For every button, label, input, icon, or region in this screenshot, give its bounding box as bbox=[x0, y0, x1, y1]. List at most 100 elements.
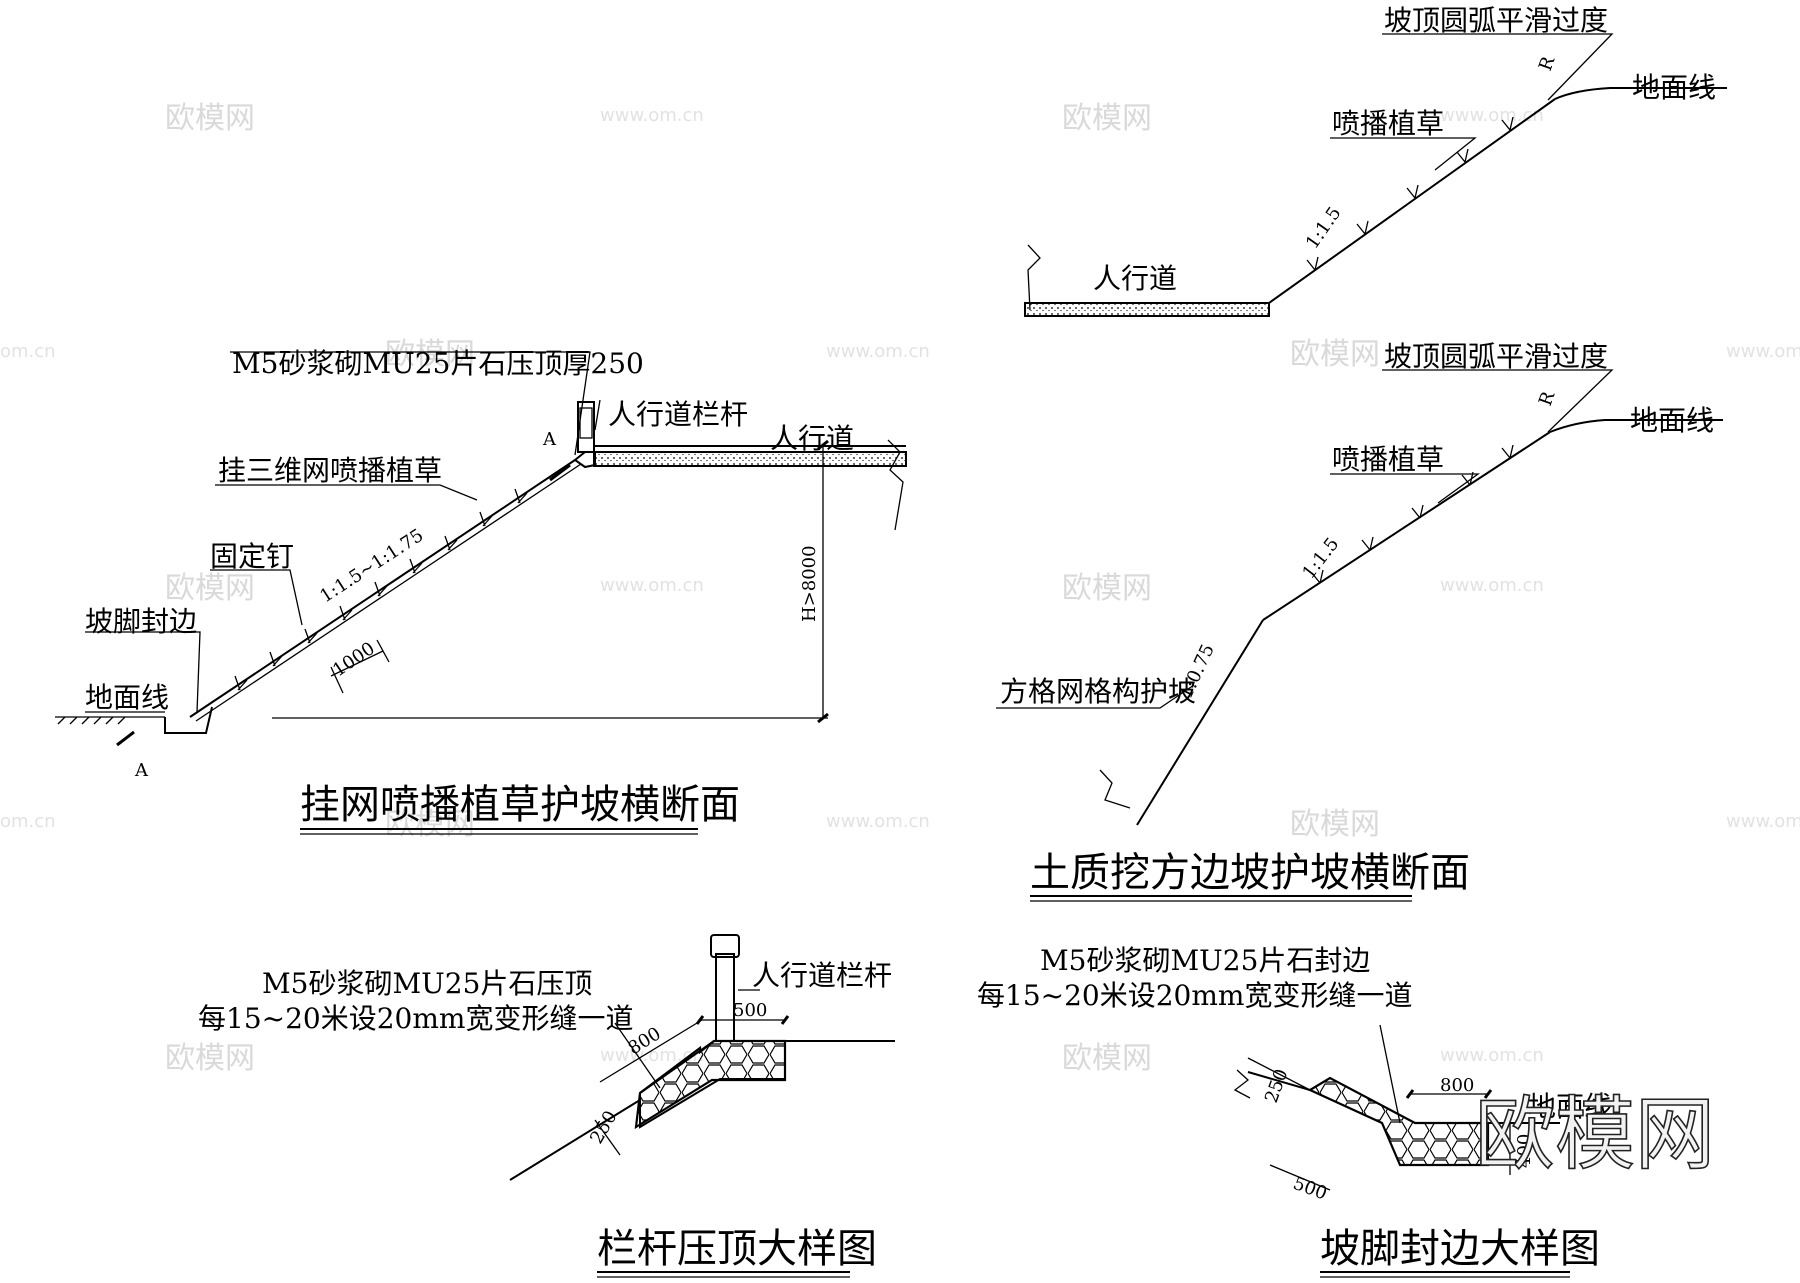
dim-250-line bbox=[1247, 1057, 1311, 1091]
brand-logo: 欧模网 bbox=[1475, 1088, 1715, 1181]
dim-250: 250 bbox=[1261, 1066, 1292, 1105]
break-line bbox=[1027, 244, 1041, 311]
watermark-url: www.om.cn bbox=[1440, 1045, 1544, 1066]
grid-slope-line bbox=[1136, 619, 1264, 826]
watermark-cn: 欧模网 bbox=[1062, 101, 1152, 136]
label-sidewalk-a: 人行道 bbox=[1093, 262, 1177, 295]
sidewalk-slab bbox=[593, 451, 907, 467]
title-d3: 栏杆压顶大样图 bbox=[597, 1226, 877, 1272]
dim-spacing: 1000 bbox=[329, 638, 379, 681]
lower-crest-arc bbox=[1549, 419, 1723, 433]
railing-cap bbox=[710, 934, 740, 958]
leader-grid bbox=[996, 684, 1195, 709]
watermark-url: om.cn bbox=[0, 811, 56, 832]
grass-ticks-upper bbox=[1306, 116, 1514, 271]
toe-stone-block bbox=[1307, 1076, 1490, 1167]
label-ground: 地面线 bbox=[1528, 1090, 1612, 1123]
watermark-url: www.om.cn bbox=[826, 341, 930, 362]
dim-tick bbox=[1405, 1089, 1415, 1099]
drawing-soil-cut-slope: 坡顶圆弧平滑过度 R 地面线 喷播植草 1:1.5 人行道 坡顶圆弧平滑过度 R… bbox=[996, 4, 1727, 902]
label-cap: M5砂浆砌MU25片石压顶厚250 bbox=[232, 347, 644, 380]
spacing-dim-line bbox=[330, 650, 384, 677]
drawing-railing-cap-detail: 500 800 250 M5砂浆砌MU25片石压顶 每15~20米设20mm宽变… bbox=[198, 934, 895, 1278]
dim-250-line bbox=[594, 1119, 621, 1156]
watermark-cn: 欧模网 bbox=[165, 101, 255, 136]
watermark-url: www.om.cn bbox=[600, 575, 704, 596]
leader-seed-b bbox=[1330, 473, 1481, 504]
title-d4: 坡脚封边大样图 bbox=[1320, 1226, 1600, 1272]
label-nail: 固定钉 bbox=[210, 540, 294, 573]
section-mark-line bbox=[549, 463, 571, 482]
label-railing: 人行道栏杆 bbox=[608, 398, 748, 431]
slope-line bbox=[189, 459, 576, 718]
watermark-cn: 欧模网 bbox=[1062, 571, 1152, 606]
dim-height: H>8000 bbox=[799, 545, 820, 622]
label-slope-a: 1:1.5 bbox=[1302, 203, 1346, 253]
watermark-url: www.om.cn bbox=[1440, 105, 1544, 126]
label-seed-a: 喷播植草 bbox=[1332, 107, 1444, 140]
leader-note bbox=[614, 1022, 661, 1089]
grass-ticks bbox=[234, 488, 528, 691]
dim-tick bbox=[780, 1015, 790, 1025]
dim-tick bbox=[817, 712, 829, 724]
slope-line bbox=[509, 1099, 641, 1181]
watermark-url: om.cn bbox=[0, 341, 56, 362]
break-line bbox=[887, 439, 904, 531]
sidewalk-slab bbox=[1024, 302, 1270, 317]
label-seed-b: 喷播植草 bbox=[1332, 443, 1444, 476]
dim-400: 400 bbox=[1514, 1134, 1535, 1168]
railing-post bbox=[577, 401, 595, 453]
watermark-cn: 欧模网 bbox=[385, 807, 475, 842]
leader-note bbox=[1379, 1024, 1401, 1124]
label-slope-grid: 1:0.75 bbox=[1175, 641, 1218, 702]
title-d2: 土质挖方边坡护坡横断面 bbox=[1030, 850, 1470, 896]
watermark-url: www.om.cn bbox=[826, 811, 930, 832]
label-railing: 人行道栏杆 bbox=[752, 959, 892, 992]
dim-500-line bbox=[1269, 1164, 1331, 1191]
watermark-url: www.om.cn bbox=[1726, 341, 1800, 362]
upper-crest-arc bbox=[1554, 87, 1727, 100]
watermark-url: www.om.cn bbox=[600, 105, 704, 126]
drawing-toe-seal-detail: 800 250 500 400 M5砂浆砌MU25片石封边 每15~20米设20… bbox=[977, 944, 1612, 1278]
label-net: 挂三维网喷播植草 bbox=[218, 454, 442, 487]
lower-slope-line bbox=[1262, 431, 1551, 621]
label-crest-a: 坡顶圆弧平滑过度 bbox=[1384, 4, 1608, 37]
leader-rail bbox=[594, 399, 601, 431]
dim-tick bbox=[817, 439, 829, 451]
watermark-cn: 欧模网 bbox=[1290, 337, 1380, 372]
leader-top-a bbox=[1382, 33, 1614, 101]
leader-net bbox=[215, 484, 478, 501]
cap-outline bbox=[639, 1040, 786, 1129]
dim-800: 800 bbox=[1440, 1075, 1474, 1096]
label-ground-a: 地面线 bbox=[1632, 71, 1716, 104]
spacing-ext bbox=[330, 666, 344, 694]
label-crest-b: 坡顶圆弧平滑过度 bbox=[1384, 340, 1608, 373]
break-line bbox=[1099, 769, 1131, 809]
watermark-cn: 欧模网 bbox=[1062, 1041, 1152, 1076]
leader-seed-a bbox=[1330, 137, 1477, 171]
note-seal-material: M5砂浆砌MU25片石封边 bbox=[1040, 944, 1370, 977]
watermark-layer: 欧模网 www.om.cn 欧模网 www.om.cn om.cn 欧模网 ww… bbox=[0, 101, 1800, 1076]
label-radius-a: R bbox=[1535, 53, 1560, 73]
watermark-url: www.om.cn bbox=[1440, 575, 1544, 596]
title-d1: 挂网喷播植草护坡横断面 bbox=[300, 782, 740, 828]
watermark-cn: 欧模网 bbox=[165, 1041, 255, 1076]
label-ground-b: 地面线 bbox=[1630, 404, 1714, 437]
leader-cap bbox=[230, 351, 591, 456]
label-toe: 坡脚封边 bbox=[85, 605, 197, 638]
note-joint: 每15~20米设20mm宽变形缝一道 bbox=[198, 1002, 633, 1035]
watermark-cn: 欧模网 bbox=[1290, 807, 1380, 842]
spacing-ext bbox=[376, 639, 390, 663]
slope-net-line bbox=[195, 463, 582, 722]
leader-toe bbox=[85, 631, 201, 713]
section-mark-label: A bbox=[134, 760, 149, 781]
note-joint: 每15~20米设20mm宽变形缝一道 bbox=[977, 979, 1412, 1012]
watermark-cn: 欧模网 bbox=[385, 337, 475, 372]
crest-cap bbox=[573, 451, 596, 469]
watermark-url: www.om.cn bbox=[1726, 811, 1800, 832]
note-cap-material: M5砂浆砌MU25片石压顶 bbox=[262, 967, 592, 1000]
railing-post bbox=[715, 953, 735, 1042]
section-mark-label: A bbox=[542, 429, 557, 450]
section-mark-line bbox=[116, 730, 135, 747]
